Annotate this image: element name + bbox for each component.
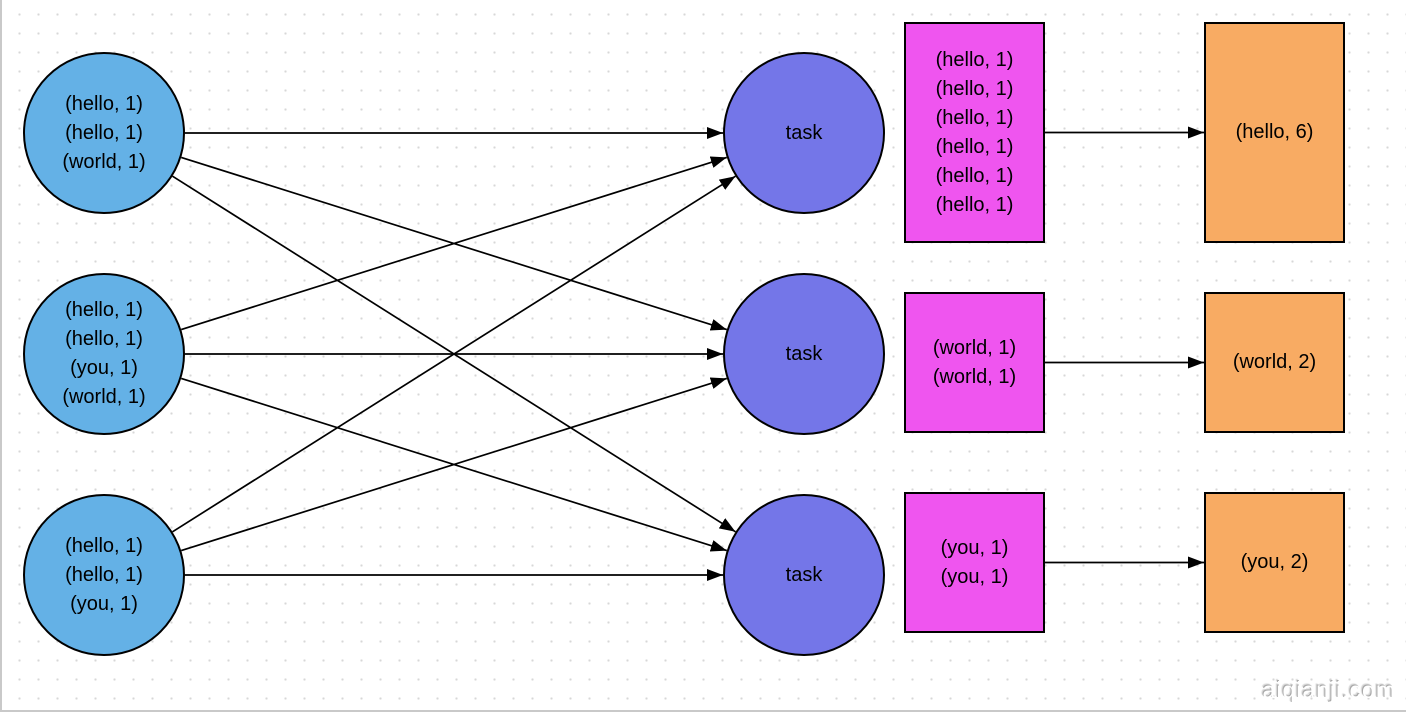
map-output-text-2: (hello, 1) (hello, 1) (you, 1) (world, 1… xyxy=(62,299,146,408)
shuffle-group-text-you: (you, 1) (you, 1) xyxy=(940,536,1009,588)
shuffle-arrow xyxy=(180,377,728,552)
map-output-circle-2: (hello, 1) (hello, 1) (you, 1) (world, 1… xyxy=(23,273,185,435)
reduce-result-text-world: (world, 2) xyxy=(1232,351,1317,373)
task-circle-1: task xyxy=(723,52,885,214)
shuffle-arrow xyxy=(180,156,728,331)
task-label-2: task xyxy=(785,342,823,365)
map-output-circle-3: (hello, 1) (hello, 1) (you, 1) xyxy=(23,494,185,656)
reduce-result-text-hello: (hello, 6) xyxy=(1235,121,1314,143)
task-label-1: task xyxy=(785,121,823,144)
reduce-result-text-you: (you, 2) xyxy=(1240,551,1309,573)
reduce-result-box-you: (you, 2) xyxy=(1204,492,1345,633)
watermark: aiqianji.com xyxy=(1262,677,1396,703)
shuffle-group-text-hello: (hello, 1) (hello, 1) (hello, 1) (hello,… xyxy=(935,48,1014,216)
shuffle-group-box-world: (world, 1) (world, 1) xyxy=(904,292,1045,433)
map-output-text-3: (hello, 1) (hello, 1) (you, 1) xyxy=(65,534,143,615)
task-circle-3: task xyxy=(723,494,885,656)
shuffle-group-text-world: (world, 1) (world, 1) xyxy=(932,336,1017,388)
map-output-circle-1: (hello, 1) (hello, 1) (world, 1) xyxy=(23,52,185,214)
shuffle-group-box-you: (you, 1) (you, 1) xyxy=(904,492,1045,633)
task-label-3: task xyxy=(785,563,823,586)
map-output-text-1: (hello, 1) (hello, 1) (world, 1) xyxy=(62,92,146,173)
shuffle-arrow xyxy=(172,175,736,533)
shuffle-group-box-hello: (hello, 1) (hello, 1) (hello, 1) (hello,… xyxy=(904,22,1045,243)
reduce-result-box-hello: (hello, 6) xyxy=(1204,22,1345,243)
reduce-result-box-world: (world, 2) xyxy=(1204,292,1345,433)
task-circle-2: task xyxy=(723,273,885,435)
